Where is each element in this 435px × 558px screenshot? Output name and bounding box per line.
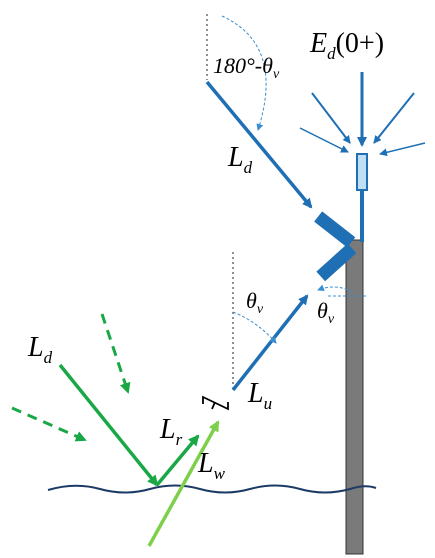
irradiance-arrow-1 [311,92,351,144]
water-surface [47,484,377,494]
label-ld-top: Ld [227,142,253,177]
dashed-diffuse-arrow-2 [11,406,87,442]
upwelling-radiance-arrow [231,294,309,392]
irradiance-arrow-2 [373,92,415,144]
water-radiance-sensor [316,243,357,282]
label-lw: Lw [197,448,226,483]
mast [345,239,364,555]
label-theta-right: θv [317,298,335,327]
left-angle-arc [232,311,277,344]
top-angle-arc [221,15,267,131]
label-ed: Ed(0+) [309,28,384,63]
field-of-view-bracket [202,395,229,411]
dashed-diffuse-arrow-1 [100,313,131,394]
irradiance-arrow-4 [379,142,426,157]
label-theta-left: θv [246,288,264,317]
mast-upper-pole [360,190,364,242]
right-angle-arc [317,284,353,293]
label-ld-left: Ld [27,332,53,367]
sky-radiance-sensor [314,211,356,248]
water-leaving-radiance-arrow [147,420,220,547]
irradiance-arrow-3 [299,127,349,153]
reflected-radiance-arrow [155,434,200,487]
label-lr: Lr [159,414,183,449]
label-lu: Lu [247,378,272,413]
sky-radiance-arrow [205,80,313,209]
irradiance-sensor [356,153,368,191]
label-angle-top: 180°-θv [213,53,280,82]
incident-sky-radiance-arrow [58,363,159,487]
